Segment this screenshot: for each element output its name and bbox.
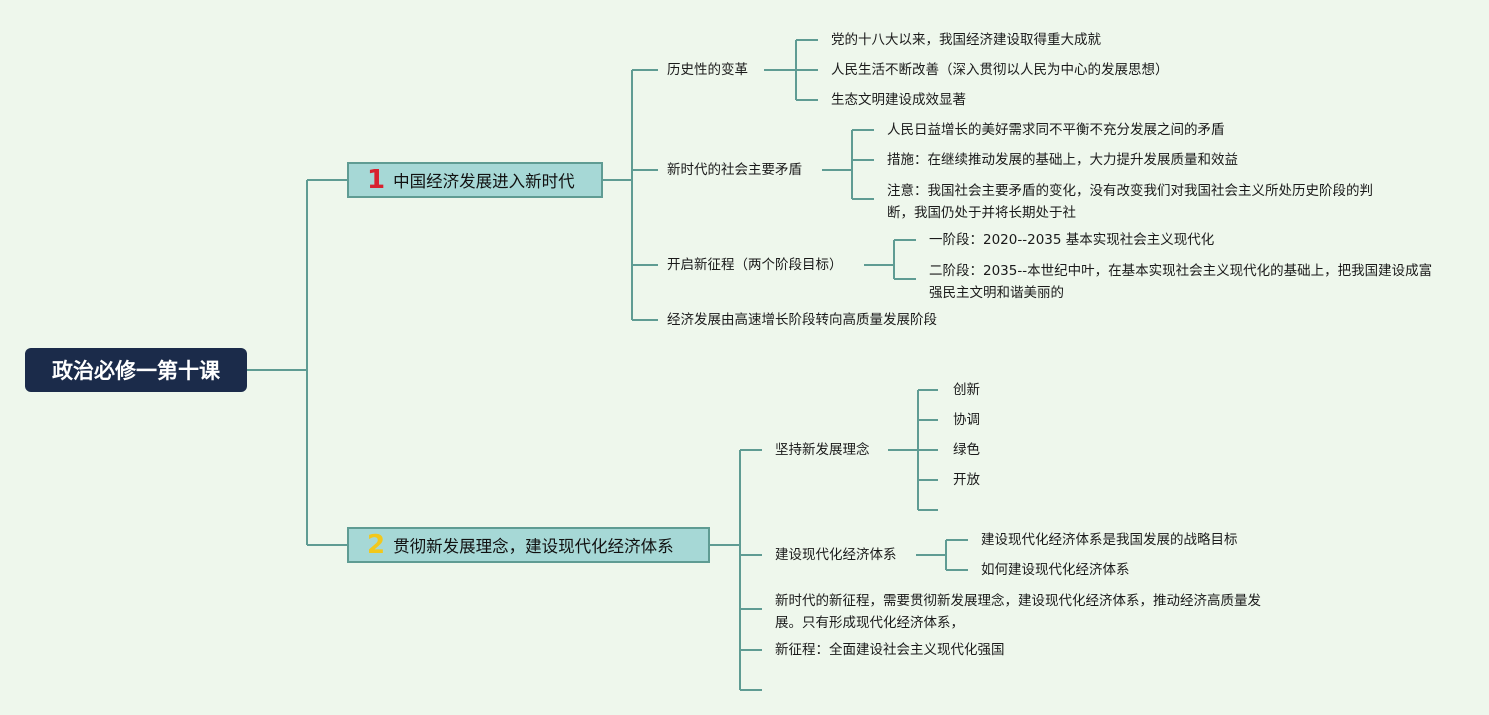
b1-t3-item-1[interactable]: 一阶段：2020--2035 基本实现社会主义现代化 (929, 232, 1215, 248)
b2-topic-4[interactable]: 新征程：全面建设社会主义现代化强国 (775, 642, 1005, 658)
branch-title-2: 贯彻新发展理念，建设现代化经济体系 (393, 537, 674, 556)
b2-t1-item-1[interactable]: 创新 (953, 382, 980, 398)
b1-topic-1[interactable]: 历史性的变革 (667, 62, 748, 78)
b2-topic-3[interactable]: 新时代的新征程，需要贯彻新发展理念，建设现代化经济体系，推动经济高质量发展。只有… (775, 593, 1261, 631)
b2-t1-item-3[interactable]: 绿色 (953, 442, 980, 458)
b2-t2-item-1[interactable]: 建设现代化经济体系是我国发展的战略目标 (981, 532, 1238, 548)
b2-t2-item-2[interactable]: 如何建设现代化经济体系 (981, 562, 1130, 578)
branch-node-2[interactable]: 2 贯彻新发展理念，建设现代化经济体系 (347, 527, 710, 563)
b1-topic-2[interactable]: 新时代的社会主要矛盾 (667, 162, 802, 178)
b2-t1-item-4[interactable]: 开放 (953, 472, 980, 488)
b1-t2-item-2[interactable]: 措施：在继续推动发展的基础上，大力提升发展质量和效益 (887, 152, 1238, 168)
b1-topic-4[interactable]: 经济发展由高速增长阶段转向高质量发展阶段 (667, 312, 937, 328)
b1-topic-3[interactable]: 开启新征程（两个阶段目标） (667, 257, 843, 273)
branch-number-2: 2 (367, 530, 386, 560)
b1-t1-item-1[interactable]: 党的十八大以来，我国经济建设取得重大成就 (831, 32, 1101, 48)
b2-topic-2[interactable]: 建设现代化经济体系 (775, 547, 897, 563)
b1-t2-item-3[interactable]: 注意：我国社会主要矛盾的变化，没有改变我们对我国社会主义所处历史阶段的判断，我国… (887, 183, 1373, 221)
root-node[interactable]: 政治必修一第十课 (25, 348, 247, 392)
b2-t1-item-2[interactable]: 协调 (953, 412, 980, 428)
branch-node-1[interactable]: 1 中国经济发展进入新时代 (347, 162, 603, 198)
b1-t2-item-1[interactable]: 人民日益增长的美好需求同不平衡不充分发展之间的矛盾 (887, 122, 1225, 138)
branch-number-1: 1 (367, 165, 386, 195)
root-title: 政治必修一第十课 (52, 359, 220, 383)
b1-t3-item-2[interactable]: 二阶段：2035--本世纪中叶，在基本实现社会主义现代化的基础上，把我国建设成富… (929, 263, 1433, 301)
b1-t1-item-3[interactable]: 生态文明建设成效显著 (831, 92, 966, 108)
b2-topic-1[interactable]: 坚持新发展理念 (775, 442, 870, 458)
branch-title-1: 中国经济发展进入新时代 (393, 172, 575, 191)
b1-t1-item-2[interactable]: 人民生活不断改善（深入贯彻以人民为中心的发展思想） (831, 62, 1169, 78)
